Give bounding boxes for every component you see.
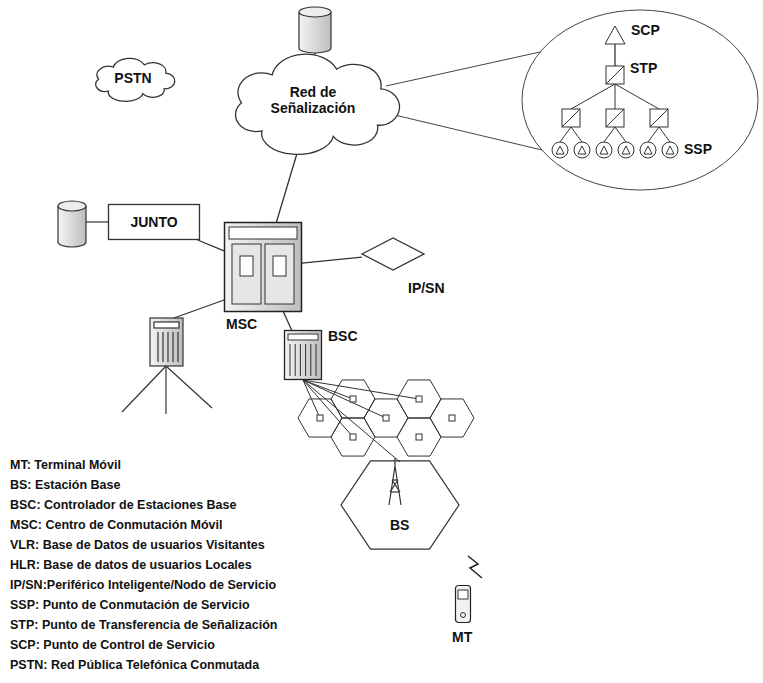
node-text: JUNTO bbox=[130, 214, 177, 230]
bs-cell-shape bbox=[340, 453, 460, 557]
antenna-tower bbox=[389, 458, 401, 505]
connector-line bbox=[198, 240, 224, 251]
node-text: Red de Señalización bbox=[258, 84, 368, 116]
node-label: BS bbox=[390, 517, 409, 533]
abbreviation-entry: MT: Terminal Móvil bbox=[10, 458, 121, 473]
network-cloud: Red de Señalización bbox=[228, 58, 398, 142]
bsc-unit: BSC bbox=[284, 330, 322, 380]
connector-line bbox=[302, 257, 362, 263]
mobile-terminal: MT bbox=[455, 585, 471, 623]
ipsn-diamond-shape bbox=[362, 238, 424, 270]
mobile-terminal-shape bbox=[455, 585, 471, 623]
ssp-circle-shape bbox=[662, 142, 678, 158]
scp-triangle-shape bbox=[605, 26, 625, 44]
bs-cell: BS bbox=[340, 453, 460, 557]
stp-square-shape bbox=[606, 66, 624, 84]
msc-switch-shape bbox=[224, 222, 302, 312]
node-label: SCP bbox=[631, 22, 660, 38]
node-label: IP/SN bbox=[408, 280, 445, 296]
abbreviation-entry: STP: Punto de Transferencia de Señalizac… bbox=[10, 618, 277, 633]
abbreviation-entry: HLR: Base de datos de usuarios Locales bbox=[10, 558, 252, 573]
ssp-circle: SSP bbox=[662, 142, 678, 158]
abbreviation-entry: IP/SN:Periférico Inteligente/Nodo de Ser… bbox=[10, 578, 276, 593]
node-label: SSP bbox=[684, 141, 712, 157]
node-text: PSTN bbox=[114, 70, 151, 86]
bsc-unit bbox=[122, 300, 224, 414]
bsc-unit-shape bbox=[284, 330, 322, 380]
stp-square: STP bbox=[606, 66, 624, 84]
node-label: MSC bbox=[226, 316, 257, 332]
process-box: JUNTO bbox=[108, 204, 200, 240]
pstn-cloud: PSTN bbox=[92, 60, 174, 96]
node-label: MT bbox=[452, 629, 472, 645]
scp-triangle: SCP bbox=[605, 26, 625, 44]
abbreviation-entry: PSTN: Red Pública Telefónica Conmutada bbox=[10, 658, 259, 673]
ipsn-diamond: IP/SN bbox=[362, 238, 424, 270]
abbreviation-entry: BSC: Controlador de Estaciones Base bbox=[10, 498, 236, 513]
cell-grid bbox=[298, 380, 474, 462]
abbreviation-entry: MSC: Centro de Conmutación Móvil bbox=[10, 518, 223, 533]
abbreviation-entry: SSP: Punto de Conmutación de Servicio bbox=[10, 598, 250, 613]
database-cylinder bbox=[58, 201, 108, 247]
abbreviation-entry: VLR: Base de Datos de usuarios Visitante… bbox=[10, 538, 265, 553]
zoom-callout bbox=[382, 10, 758, 190]
connector-line bbox=[614, 44, 615, 66]
node-label: STP bbox=[630, 60, 657, 76]
abbreviation-entry: SCP: Punto de Control de Servicio bbox=[10, 638, 215, 653]
msc-switch: MSC bbox=[224, 222, 302, 312]
abbreviation-entry: BS: Estación Base bbox=[10, 478, 120, 493]
signalling-tree bbox=[552, 84, 670, 158]
connector-line bbox=[283, 312, 291, 330]
radio-link bbox=[468, 556, 482, 578]
node-label: BSC bbox=[328, 328, 358, 344]
